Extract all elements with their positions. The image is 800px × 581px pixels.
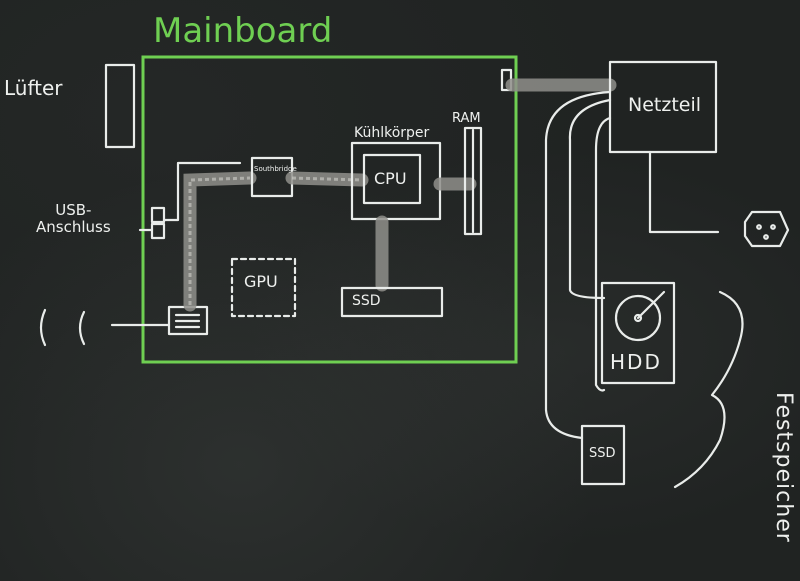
mainboard-title: Mainboard — [153, 11, 333, 51]
psu-to-socket — [648, 150, 720, 234]
ram-label: RAM — [452, 111, 481, 126]
storage-brace — [673, 290, 744, 489]
heatsink-label: Kühlkörper — [354, 125, 430, 141]
bus-jack-southbridge — [183, 171, 257, 312]
mainboard-outline — [141, 55, 518, 364]
gpu-label: GPU — [244, 272, 278, 291]
psu-label: Netzteil — [628, 94, 702, 116]
psu-box — [608, 60, 718, 154]
wifi-arc-2 — [78, 310, 86, 346]
usb-connector-2 — [150, 222, 166, 240]
cpu-box — [362, 153, 422, 205]
storage-group-label: Festspeicher — [771, 392, 796, 543]
ram-stick — [463, 126, 483, 236]
psu-wire-loop — [594, 116, 612, 392]
hdd-box — [600, 281, 676, 385]
cpu-label: CPU — [374, 169, 407, 188]
ssd-onboard-box — [340, 286, 444, 318]
gpu-box — [230, 257, 297, 318]
ssd-external-box — [580, 424, 626, 486]
southbridge-label: Southbridge — [254, 165, 297, 173]
ssd-onboard-label: SSD — [352, 293, 381, 309]
usb-connector-1 — [150, 206, 166, 224]
hdd-label: HDD — [610, 350, 662, 374]
socket-hole-1 — [756, 224, 762, 230]
bus-southbridge-cpu-hl — [291, 176, 363, 182]
hdd-platter — [614, 294, 662, 342]
hdd-arm — [636, 290, 666, 320]
psu-wire-ssd — [544, 90, 612, 440]
socket-hole-3 — [763, 234, 769, 240]
wifi-arc-icon — [39, 308, 47, 347]
fan-label: Lüfter — [4, 76, 63, 100]
ssd-external-label: SSD — [589, 446, 616, 461]
bus-jack-southbridge-hl — [188, 176, 251, 305]
psu-wire-hdd — [568, 98, 612, 300]
hdd-spindle — [633, 313, 643, 323]
fan-box — [104, 63, 136, 149]
usb-label: USB- Anschluss — [36, 201, 111, 237]
usb-line — [162, 161, 242, 222]
power-socket-icon — [743, 210, 790, 248]
socket-hole-2 — [770, 224, 776, 230]
